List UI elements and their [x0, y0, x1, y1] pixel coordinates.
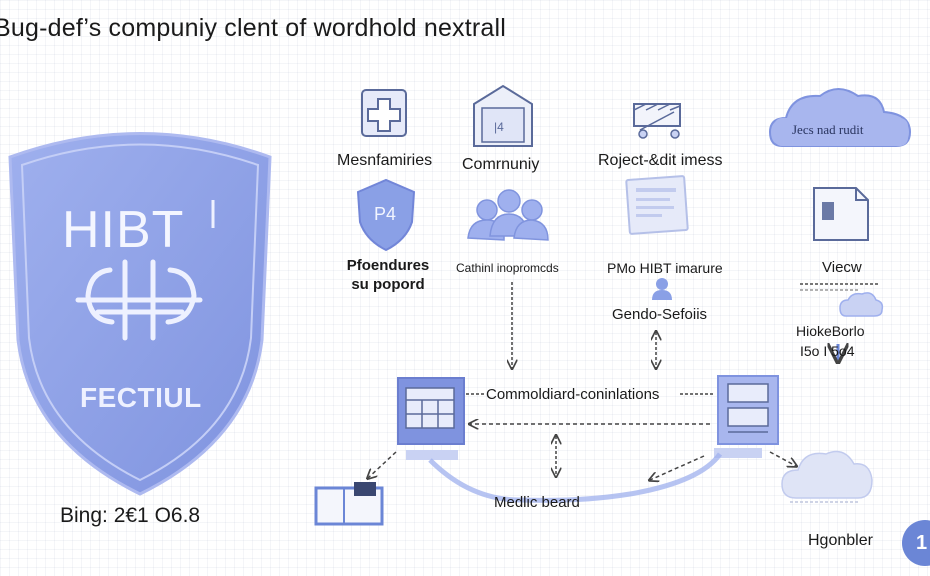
curve-connector — [428, 452, 723, 503]
project-label: Roject-&dit imess — [598, 152, 723, 169]
community-label: Comrnuniy — [462, 156, 540, 173]
window-grid-icon — [397, 377, 465, 460]
commonland-label: Commoldiard-coninlations — [486, 386, 660, 403]
cloud-icon — [768, 88, 912, 147]
procedures-label-line1: Pfoendures — [346, 257, 430, 274]
people-label: Cathinl inopromcds — [456, 261, 559, 275]
medic-beard-label: Medlic beard — [494, 494, 580, 511]
procedures-label: Pfoendures su popord — [340, 256, 436, 294]
small-window-icon — [314, 482, 384, 526]
view-label: Viecw — [822, 259, 862, 276]
hicke-label-line1: HiokeBorlo — [796, 323, 865, 339]
building-icon: |4 — [473, 84, 533, 147]
server-icon — [714, 375, 779, 458]
people-group-icon — [467, 189, 549, 241]
shield-top-text: HIBT — [62, 201, 185, 259]
medical-label: Mesnfamiries — [337, 152, 433, 169]
hgonbler-label: Hgonbler — [808, 532, 873, 549]
p4-shield-icon — [356, 178, 416, 252]
svg-text:|4: |4 — [494, 120, 504, 134]
shield-bottom-text: FECTIUL — [80, 382, 202, 413]
document-center-label: PMo HIBT imarure — [607, 260, 723, 276]
project-board-icon — [633, 103, 681, 139]
page-title: Bug-def’s compuniy clent of wordhold nex… — [0, 14, 507, 42]
circuit-emblem-icon — [75, 259, 203, 341]
medical-cross-icon — [361, 89, 407, 137]
procedures-label-line2: su popord — [351, 276, 425, 293]
file-icon — [813, 187, 869, 241]
user-icon — [652, 278, 672, 300]
p4-badge: P4 — [374, 204, 397, 224]
document-icon — [625, 175, 689, 235]
hicke-label-line2: I5o I 5o4 — [800, 343, 855, 359]
cloud-top-label: Jecs nad rudit — [792, 122, 864, 137]
gender-label: Gendo-Sefoiis — [612, 306, 708, 323]
cloud-bottom-icon — [781, 450, 873, 503]
footer-left-label: Bing: 2€1 O6.8 — [60, 504, 201, 527]
cloud-small-icon — [839, 292, 884, 317]
